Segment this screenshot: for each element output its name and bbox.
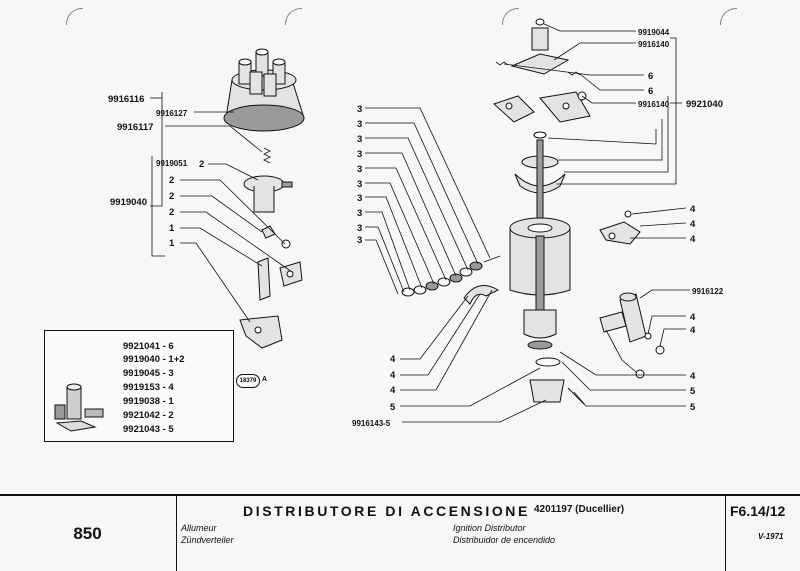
breaker-parts <box>239 225 303 349</box>
binder-hole-1 <box>66 8 83 25</box>
label-3-b: 3 <box>357 119 362 130</box>
label-3-f: 3 <box>357 179 362 190</box>
title-fr: Allumeur <box>181 523 217 533</box>
right-low-leader-lines <box>559 289 690 407</box>
sheet-code: F6.14/12 <box>730 503 786 519</box>
label-col-4: 2 <box>169 191 174 202</box>
label-mid-4c: 4 <box>690 234 696 245</box>
label-col-1: 9919051 <box>156 159 188 168</box>
label-3-c: 3 <box>357 134 362 145</box>
rotor <box>243 175 293 213</box>
right-top-leader-lines <box>503 23 682 185</box>
label-lower-4a: 4 <box>390 354 396 365</box>
lower-leader-lines <box>400 289 547 423</box>
label-9916127: 9916127 <box>156 109 188 118</box>
title-section: DISTRIBUTORE DI ACCENSIONE 4201197 (Duce… <box>176 496 725 571</box>
label-low-4c: 4 <box>690 371 696 382</box>
legend-row-7: 9921043 - 5 <box>123 424 174 435</box>
right-mid-leader-lines <box>630 207 687 239</box>
distributor-cap <box>223 48 305 132</box>
label-low-5a: 5 <box>690 386 696 397</box>
label-9919040: 9919040 <box>110 197 147 208</box>
legend-row-5: 9919038 - 1 <box>123 396 174 407</box>
label-9916116: 9916116 <box>108 94 144 105</box>
legend-row-4: 9919153 - 4 <box>123 382 174 393</box>
clamp <box>463 285 500 305</box>
distributor-body <box>509 131 585 405</box>
left-leader-lines <box>150 92 293 323</box>
label-3-i: 3 <box>357 223 362 234</box>
label-col-3: 2 <box>169 175 174 186</box>
label-9916140-b: 9916140 <box>638 100 670 109</box>
label-lower-4b: 4 <box>390 370 396 381</box>
lever-parts <box>599 210 641 245</box>
breaker-plate-parts <box>493 18 591 123</box>
label-3-d: 3 <box>357 149 362 160</box>
title-es: Distribuidor de encendido <box>453 535 556 545</box>
label-mid-4b: 4 <box>690 219 696 230</box>
legend-row-2: 9919040 - 1+2 <box>123 354 185 365</box>
legend-row-3: 9919045 - 3 <box>123 368 174 379</box>
label-9919044: 9919044 <box>638 28 670 37</box>
label-mid-4a: 4 <box>690 204 696 215</box>
legend-row-1: 9921041 - 6 <box>123 341 174 352</box>
washer-row <box>401 255 501 297</box>
legend-row-6: 9921042 - 2 <box>123 410 174 421</box>
model-number: 850 <box>73 523 102 543</box>
binder-hole-4 <box>720 8 737 25</box>
label-9916117: 9916117 <box>117 122 153 133</box>
label-col-2: 2 <box>199 159 204 170</box>
label-9916143-5: 9916143-5 <box>352 419 391 428</box>
center-leader-lines <box>365 107 491 295</box>
label-3-a: 3 <box>357 104 362 115</box>
label-3-h: 3 <box>357 208 362 219</box>
label-9921040: 9921040 <box>686 99 723 110</box>
sheet-date: V-1971 <box>758 532 784 541</box>
label-lower-5: 5 <box>390 402 396 413</box>
label-3-g: 3 <box>357 193 362 204</box>
label-6-a: 6 <box>648 71 653 82</box>
stamp-suffix: A <box>262 376 268 383</box>
label-low-4a: 4 <box>690 312 696 323</box>
label-6-b: 6 <box>648 86 653 97</box>
spring <box>263 147 271 164</box>
label-9916122: 9916122 <box>692 287 724 296</box>
label-9916140-a: 9916140 <box>638 40 670 49</box>
stamp-badge: 18379 <box>236 374 260 388</box>
legend-thumbnail <box>54 383 104 432</box>
label-lower-4c: 4 <box>390 385 396 396</box>
label-3-j: 3 <box>357 235 362 246</box>
label-col-5: 2 <box>169 207 174 218</box>
binder-hole-3 <box>502 8 519 25</box>
title-de: Zündverteiler <box>181 535 234 545</box>
title-block: 850 DISTRIBUTORE DI ACCENSIONE 4201197 (… <box>0 494 800 571</box>
center-label-column: 3 3 3 3 3 3 3 3 3 3 <box>357 104 362 246</box>
label-low-4b: 4 <box>690 325 696 336</box>
label-low-5b: 5 <box>690 402 696 413</box>
condenser <box>599 292 665 379</box>
part-reference: 4201197 (Ducellier) <box>534 504 625 515</box>
code-section: F6.14/12 V-1971 <box>725 496 800 571</box>
label-col-7: 1 <box>169 238 175 249</box>
page-title: DISTRIBUTORE DI ACCENSIONE <box>243 503 530 519</box>
label-3-e: 3 <box>357 164 362 175</box>
binder-hole-2 <box>285 8 302 25</box>
label-col-6: 1 <box>169 223 175 234</box>
legend-box: 9921041 - 6 9919040 - 1+2 9919045 - 3 99… <box>44 330 234 442</box>
title-en: Ignition Distributor <box>453 523 526 533</box>
